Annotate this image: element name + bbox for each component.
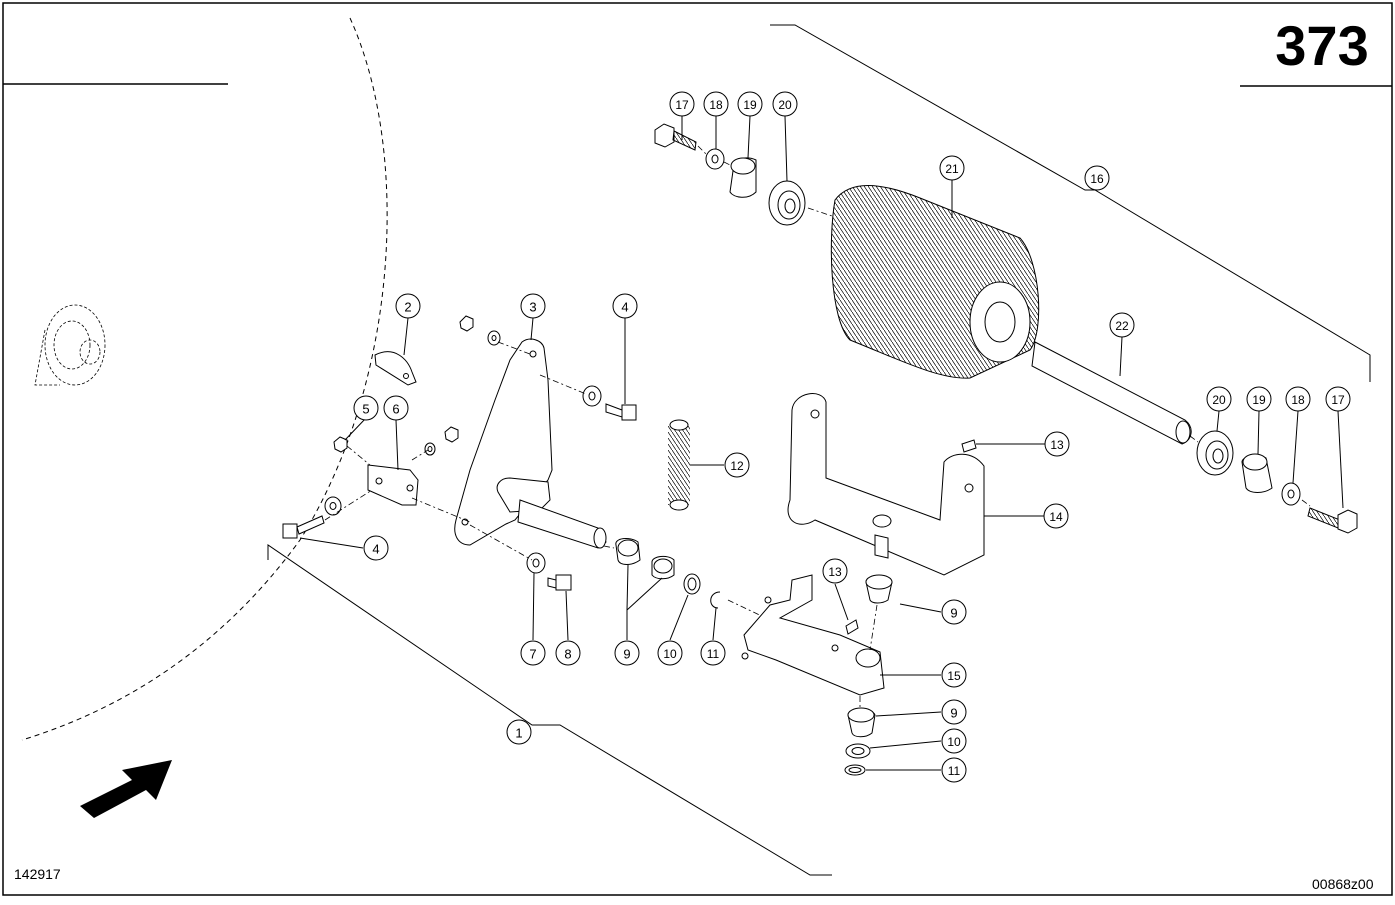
callout-9-left-label: 9 — [623, 647, 630, 662]
callout-8-label: 8 — [564, 647, 571, 662]
callout-21-label: 21 — [945, 162, 959, 176]
callout-10-right — [941, 728, 967, 754]
drawing-code-left: 142917 — [14, 866, 61, 882]
callout-17-right — [1325, 386, 1351, 412]
callout-19-left-label: 19 — [743, 98, 757, 112]
callout-20-left-label: 20 — [778, 98, 792, 112]
callout-10-left — [657, 640, 683, 666]
callout-14 — [1043, 503, 1069, 529]
callout-8 — [555, 640, 581, 666]
callout-1 — [506, 719, 532, 745]
callout-13-lower — [822, 558, 848, 584]
callout-18-left — [703, 91, 729, 117]
callout-5 — [353, 395, 379, 421]
callout-20-right-label: 20 — [1212, 393, 1226, 407]
callout-18-left-label: 18 — [709, 98, 723, 112]
callout-17-right-label: 17 — [1331, 393, 1345, 407]
callout-7-label: 7 — [529, 647, 536, 662]
callout-13-upper — [1044, 431, 1070, 457]
callout-18-right — [1285, 386, 1311, 412]
drawing-code-right: 00868z00 — [1312, 876, 1374, 892]
callout-10-right-label: 10 — [947, 735, 961, 749]
callout-14-label: 14 — [1049, 510, 1063, 524]
mount-bracket-group — [741, 393, 985, 776]
callout-19-right-label: 19 — [1252, 393, 1266, 407]
callout-13-lower-label: 13 — [828, 565, 842, 579]
callout-9-lower-right-label: 9 — [950, 706, 957, 721]
callout-4-top — [612, 293, 638, 319]
callout-circles — [353, 91, 1351, 783]
callout-13-upper-label: 13 — [1050, 438, 1064, 452]
assembly-axes-right — [697, 145, 1311, 708]
callout-20-right — [1206, 386, 1232, 412]
callout-16-label: 16 — [1090, 172, 1104, 186]
page-number: 373 — [1275, 14, 1369, 77]
callout-2 — [395, 293, 421, 319]
callout-3-label: 3 — [529, 300, 536, 315]
callout-4-top-label: 4 — [621, 300, 628, 315]
callout-2-label: 2 — [404, 300, 411, 315]
left-bracket-group — [282, 315, 721, 609]
callout-22 — [1109, 312, 1135, 338]
callout-leaders — [299, 115, 1344, 771]
callout-11-right — [941, 757, 967, 783]
callout-10-left-label: 10 — [663, 647, 677, 661]
callout-22-label: 22 — [1115, 319, 1129, 333]
callout-17-left-label: 17 — [675, 98, 689, 112]
callout-17-left — [669, 91, 695, 117]
callout-9-upper-right — [941, 599, 967, 625]
callout-18-right-label: 18 — [1291, 393, 1305, 407]
machine-outline — [21, 17, 388, 741]
callout-3 — [520, 293, 546, 319]
callout-4-bottom-label: 4 — [372, 542, 379, 557]
callout-4-bottom — [363, 535, 389, 561]
callout-19-left — [737, 91, 763, 117]
callout-11-left — [700, 640, 726, 666]
callout-7 — [520, 640, 546, 666]
callout-9-lower-right — [941, 699, 967, 725]
callout-6-label: 6 — [392, 402, 399, 417]
callout-5-label: 5 — [362, 402, 369, 417]
callout-21 — [939, 155, 965, 181]
callout-19-right — [1246, 386, 1272, 412]
direction-arrow — [80, 760, 172, 818]
assembly-leaders — [267, 24, 1371, 876]
callout-11-right-label: 11 — [948, 764, 961, 778]
callout-15-label: 15 — [947, 669, 961, 683]
callout-9-left — [614, 640, 640, 666]
brush-roller-group — [654, 123, 1358, 534]
callout-15 — [941, 662, 967, 688]
callout-12 — [724, 452, 750, 478]
callout-11-left-label: 11 — [707, 647, 720, 661]
callout-9-upper-right-label: 9 — [950, 606, 957, 621]
callout-12-label: 12 — [730, 459, 744, 473]
callout-1-label: 1 — [515, 726, 522, 741]
callout-20-left — [772, 91, 798, 117]
callout-6 — [383, 395, 409, 421]
callout-16 — [1084, 165, 1110, 191]
locator-sketch — [34, 304, 106, 386]
